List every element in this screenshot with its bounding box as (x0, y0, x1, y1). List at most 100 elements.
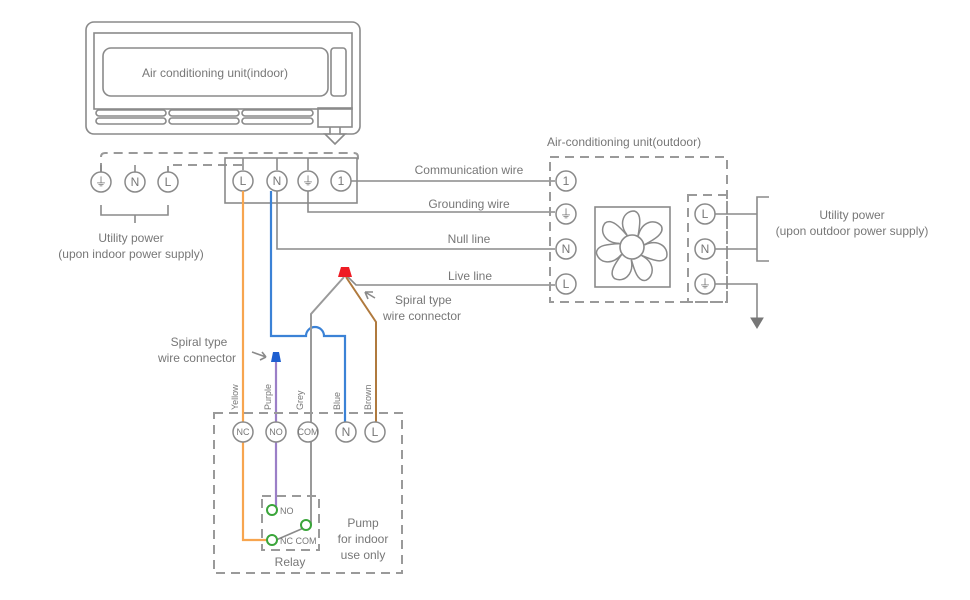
relay-contact-no (266, 504, 278, 516)
communication-wire-label: Communication wire (415, 163, 524, 177)
relay-switch-arm (275, 526, 307, 541)
pump-box: Yellow Purple Grey Blue Brown NC NO COM … (213, 384, 403, 574)
pump-sublabel-2: use only (341, 548, 386, 562)
indoor-supply-terminal-l (157, 171, 179, 193)
red-connector-label: Spiral type (395, 293, 452, 307)
fan-blade (641, 242, 668, 262)
indoor-supply-dashed-link (100, 152, 359, 172)
relay-no-label: NO (280, 506, 294, 516)
svg-text:COM: COM (298, 427, 319, 437)
live-line (345, 274, 555, 286)
svg-text:N: N (701, 242, 710, 256)
blue-wire-label: Blue (332, 392, 342, 410)
fan-blade (595, 242, 622, 263)
ground-icon: ⏚ (95, 175, 107, 189)
fan-blade (637, 221, 663, 246)
indoor-supply-sublabel: (upon indoor power supply) (58, 247, 203, 261)
fan-blade (601, 220, 628, 245)
svg-text:⏚: ⏚ (560, 207, 572, 221)
relay: NO NC COM Relay (261, 495, 320, 569)
svg-text:⏚: ⏚ (699, 277, 711, 291)
outdoor-supply-bracket (715, 196, 769, 262)
indoor-supply-terminals: ⏚ N L Utility power (upon indoor power s… (58, 165, 204, 261)
indoor-unit-side-slot (330, 47, 347, 97)
indoor-unit-display (102, 47, 329, 97)
indoor-terminal-block: L N ⏚ 1 (224, 157, 358, 204)
brown-wire-label: Brown (363, 384, 373, 410)
blue-connector-sublabel: wire connector (157, 351, 236, 365)
svg-text:L: L (240, 174, 247, 188)
svg-text:N: N (562, 242, 571, 256)
fan-icon (594, 206, 671, 288)
relay-label: Relay (275, 555, 306, 569)
relay-contact-com (300, 519, 312, 531)
outdoor-unit: Air-conditioning unit(outdoor) 1 ⏚ N L L… (547, 135, 929, 329)
indoor-unit-vents (95, 109, 314, 125)
svg-text:⏚: ⏚ (302, 174, 314, 188)
pump-boundary (213, 412, 403, 574)
arrow-to-blue-connector-icon (251, 351, 267, 361)
svg-text:1: 1 (338, 174, 345, 188)
outdoor-terminal-1 (555, 170, 577, 192)
yellow-wire (241, 191, 270, 542)
fan-blade (611, 253, 633, 281)
grey-wire (310, 276, 345, 525)
svg-text:L: L (372, 425, 379, 439)
outdoor-unit-boundary (549, 156, 728, 303)
indoor-unit: Air conditioning unit(indoor) (85, 21, 361, 146)
fan-blade (630, 254, 653, 282)
grey-wire-label: Grey (295, 390, 305, 410)
down-arrow-icon (323, 127, 347, 146)
svg-text:N: N (273, 174, 282, 188)
yellow-wire-label: Yellow (230, 384, 240, 410)
pump-terminal-n (335, 421, 357, 443)
svg-text:NO: NO (269, 427, 283, 437)
indoor-supply-terminal-ground (90, 171, 112, 193)
pump-label: Pump (347, 516, 379, 530)
indoor-supply-terminal-n (124, 171, 146, 193)
indoor-unit-title: Air conditioning unit(indoor) (142, 66, 288, 80)
outdoor-terminal-l (555, 273, 577, 295)
indoor-unit-housing (85, 21, 361, 135)
outdoor-terminal-n (555, 238, 577, 260)
null-line (276, 191, 555, 250)
svg-text:1: 1 (563, 174, 570, 188)
blue-wire (269, 191, 347, 428)
svg-text:L: L (165, 175, 172, 189)
pump-terminal-no (265, 421, 287, 443)
fan-blade (621, 210, 641, 237)
earth-wire (715, 283, 758, 320)
svg-text:L: L (702, 207, 709, 221)
svg-text:N: N (131, 175, 140, 189)
grounding-wire-label: Grounding wire (428, 197, 510, 211)
earth-arrow-icon (750, 317, 764, 329)
svg-text:NC: NC (237, 427, 250, 437)
svg-text:L: L (563, 277, 570, 291)
outdoor-unit-title: Air-conditioning unit(outdoor) (547, 135, 701, 149)
indoor-supply-label: Utility power (98, 231, 163, 245)
indoor-terminal-cover (317, 107, 353, 128)
red-spiral-connector-icon (338, 267, 352, 277)
outdoor-supply-sublabel: (upon outdoor power supply) (776, 224, 929, 238)
null-line-label: Null line (448, 232, 491, 246)
brown-wire (345, 276, 377, 428)
relay-nc-com-label: NC COM (280, 536, 317, 546)
svg-text:N: N (342, 425, 351, 439)
indoor-supply-bracket (100, 205, 169, 223)
relay-boundary (261, 495, 320, 551)
purple-wire-label: Purple (263, 384, 273, 410)
indoor-unit-panel (93, 32, 353, 110)
pump-terminal-nc (232, 421, 254, 443)
outdoor-terminal-ground (555, 203, 577, 225)
pump-terminal-l (364, 421, 386, 443)
blue-spiral-connector-icon (271, 352, 281, 362)
red-connector-sublabel: wire connector (382, 309, 461, 323)
live-line-label: Live line (448, 269, 492, 283)
pump-terminal-com (297, 421, 319, 443)
pump-sublabel-1: for indoor (338, 532, 389, 546)
relay-contact-nc (266, 534, 278, 546)
blue-connector-label: Spiral type (171, 335, 228, 349)
arrow-to-red-connector-icon (364, 291, 376, 300)
outdoor-supply-label: Utility power (819, 208, 884, 222)
